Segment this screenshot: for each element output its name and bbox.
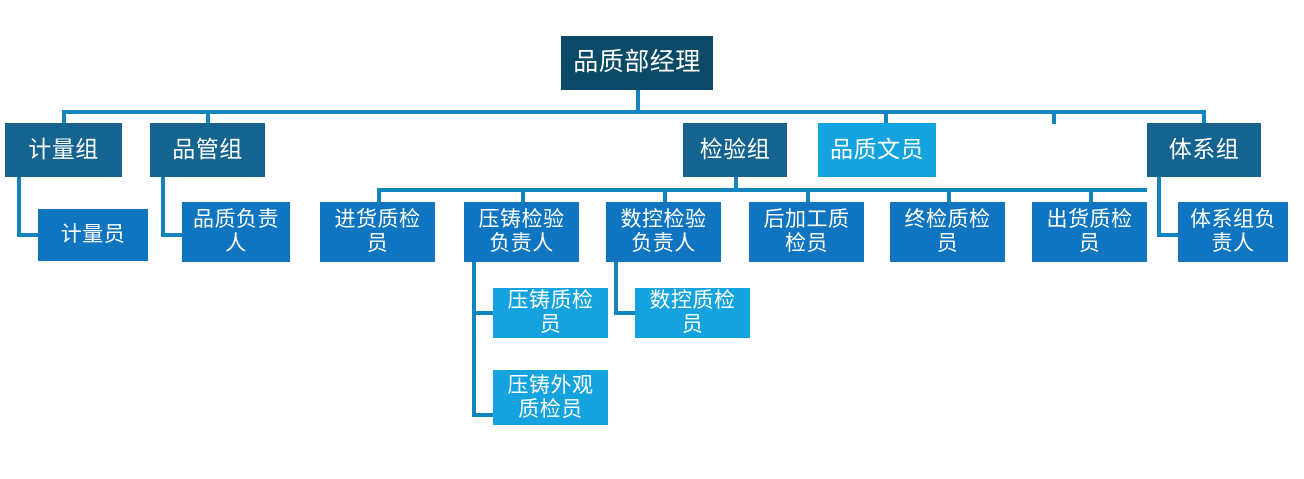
node-diecast-inspector[interactable]: 压铸质检员 <box>493 288 608 338</box>
connector-drop-metrology-group <box>62 110 66 124</box>
node-inspection-group[interactable]: 检验组 <box>683 123 787 177</box>
node-system-group[interactable]: 体系组 <box>1147 123 1261 177</box>
node-diecast-appearance-inspector[interactable]: 压铸外观质检员 <box>493 370 608 425</box>
elbow-metrology-group-to-officer <box>17 177 38 237</box>
node-cnc-inspector[interactable]: 数控质检员 <box>635 288 750 338</box>
node-incoming-inspector[interactable]: 进货质检员 <box>320 202 435 262</box>
elbow-quality-control-to-leader <box>161 177 182 237</box>
node-diecast-inspection-leader[interactable]: 压铸检验负责人 <box>464 202 579 262</box>
connector-drop-post-process-inspector <box>806 188 810 202</box>
connector-root-stem <box>636 90 640 112</box>
node-quality-clerk[interactable]: 品质文员 <box>818 123 936 177</box>
node-final-inspector[interactable]: 终检质检员 <box>890 202 1005 262</box>
node-post-process-inspector[interactable]: 后加工质检员 <box>749 202 864 262</box>
connector-inspection-stem <box>734 177 738 191</box>
elbow-diecast-leader-to-inspectors <box>472 262 493 417</box>
elbow-cnc-leader-to-inspector <box>614 262 635 315</box>
elbow-system-group-to-leader <box>1157 177 1178 237</box>
node-cnc-inspection-leader[interactable]: 数控检验负责人 <box>606 202 721 262</box>
connector-drop-quality-control-group <box>206 110 210 124</box>
node-quality-control-group[interactable]: 品管组 <box>150 123 265 177</box>
connector-drop-outgoing-inspector <box>1089 188 1093 202</box>
node-system-leader[interactable]: 体系组负责人 <box>1178 202 1288 262</box>
connector-inspection-bus <box>377 188 1147 192</box>
node-outgoing-inspector[interactable]: 出货质检员 <box>1032 202 1147 262</box>
node-metrology-group[interactable]: 计量组 <box>5 123 122 177</box>
node-root-quality-manager[interactable]: 品质部经理 <box>561 36 713 90</box>
connector-drop-final-inspector <box>947 188 951 202</box>
node-quality-leader[interactable]: 品质负责人 <box>182 202 290 262</box>
node-metrology-officer[interactable]: 计量员 <box>38 209 148 261</box>
connector-drop-cnc-inspection-leader <box>663 188 667 202</box>
connector-drop-diecast-inspection-leader <box>521 188 525 202</box>
connector-drop-incoming-inspector <box>377 188 381 202</box>
connector-drop-quality-clerk <box>1052 110 1056 124</box>
connector-level1-bus <box>62 110 1206 114</box>
connector-drop-inspection-group <box>884 110 888 124</box>
connector-drop-system-group <box>1202 110 1206 124</box>
